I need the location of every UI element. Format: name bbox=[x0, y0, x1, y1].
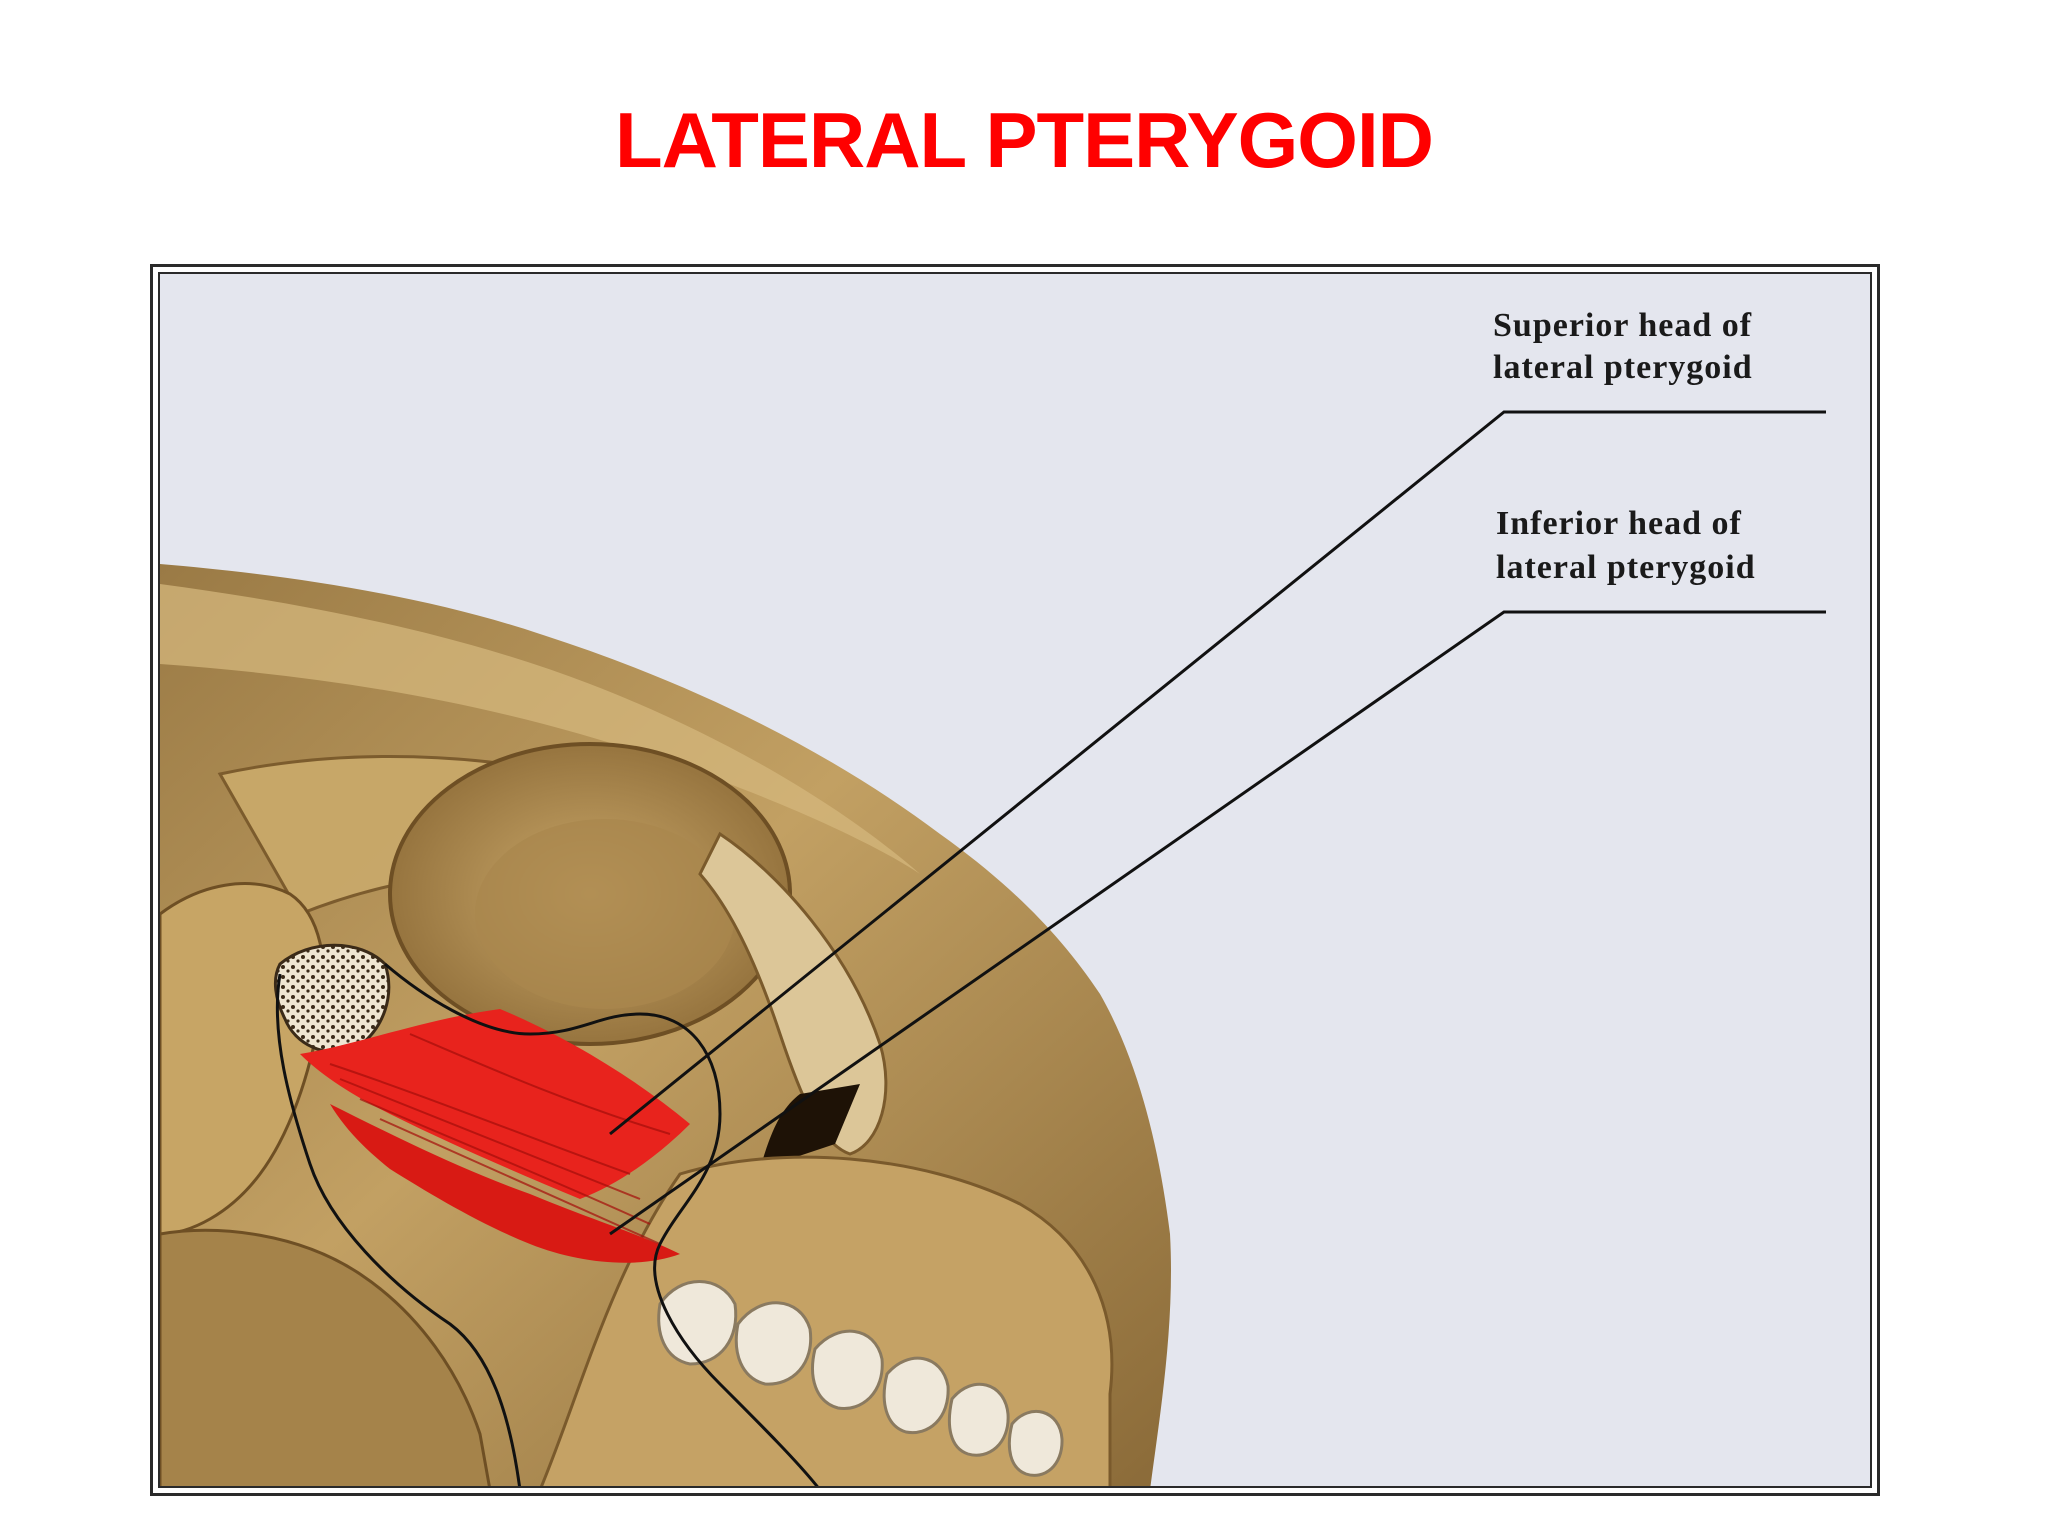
pterygomaxillary-fissure bbox=[760, 1084, 860, 1169]
superior-head-muscle bbox=[300, 1009, 690, 1199]
lateral-pterygoid-muscle bbox=[300, 1009, 690, 1263]
lower-left-bone bbox=[160, 1228, 491, 1486]
anatomy-illustration: Superior head of lateral pterygoid Infer… bbox=[158, 272, 1872, 1488]
fossa-inner-shadow bbox=[475, 819, 735, 1009]
superior-head-label-line1: Superior head of bbox=[1493, 307, 1752, 344]
anatomy-figure-frame: Superior head of lateral pterygoid Infer… bbox=[150, 264, 1880, 1496]
inferior-head-label-line2: lateral pterygoid bbox=[1496, 549, 1756, 586]
slide-title: LATERAL PTERYGOID bbox=[615, 96, 1434, 184]
inferior-head-leader-line bbox=[609, 610, 1826, 1236]
inferior-head-label-line1: Inferior head of bbox=[1496, 505, 1742, 542]
upper-teeth bbox=[657, 1280, 1064, 1477]
ramus-outline bbox=[275, 973, 521, 1486]
articular-outline bbox=[384, 962, 819, 1486]
superior-head-label-line2: lateral pterygoid bbox=[1493, 349, 1753, 386]
superior-head-leader-line bbox=[609, 410, 1826, 1136]
inferior-head-muscle bbox=[330, 1104, 680, 1263]
skull-illustration-svg: Superior head of lateral pterygoid Infer… bbox=[160, 274, 1870, 1486]
cranium-highlight bbox=[160, 584, 920, 874]
